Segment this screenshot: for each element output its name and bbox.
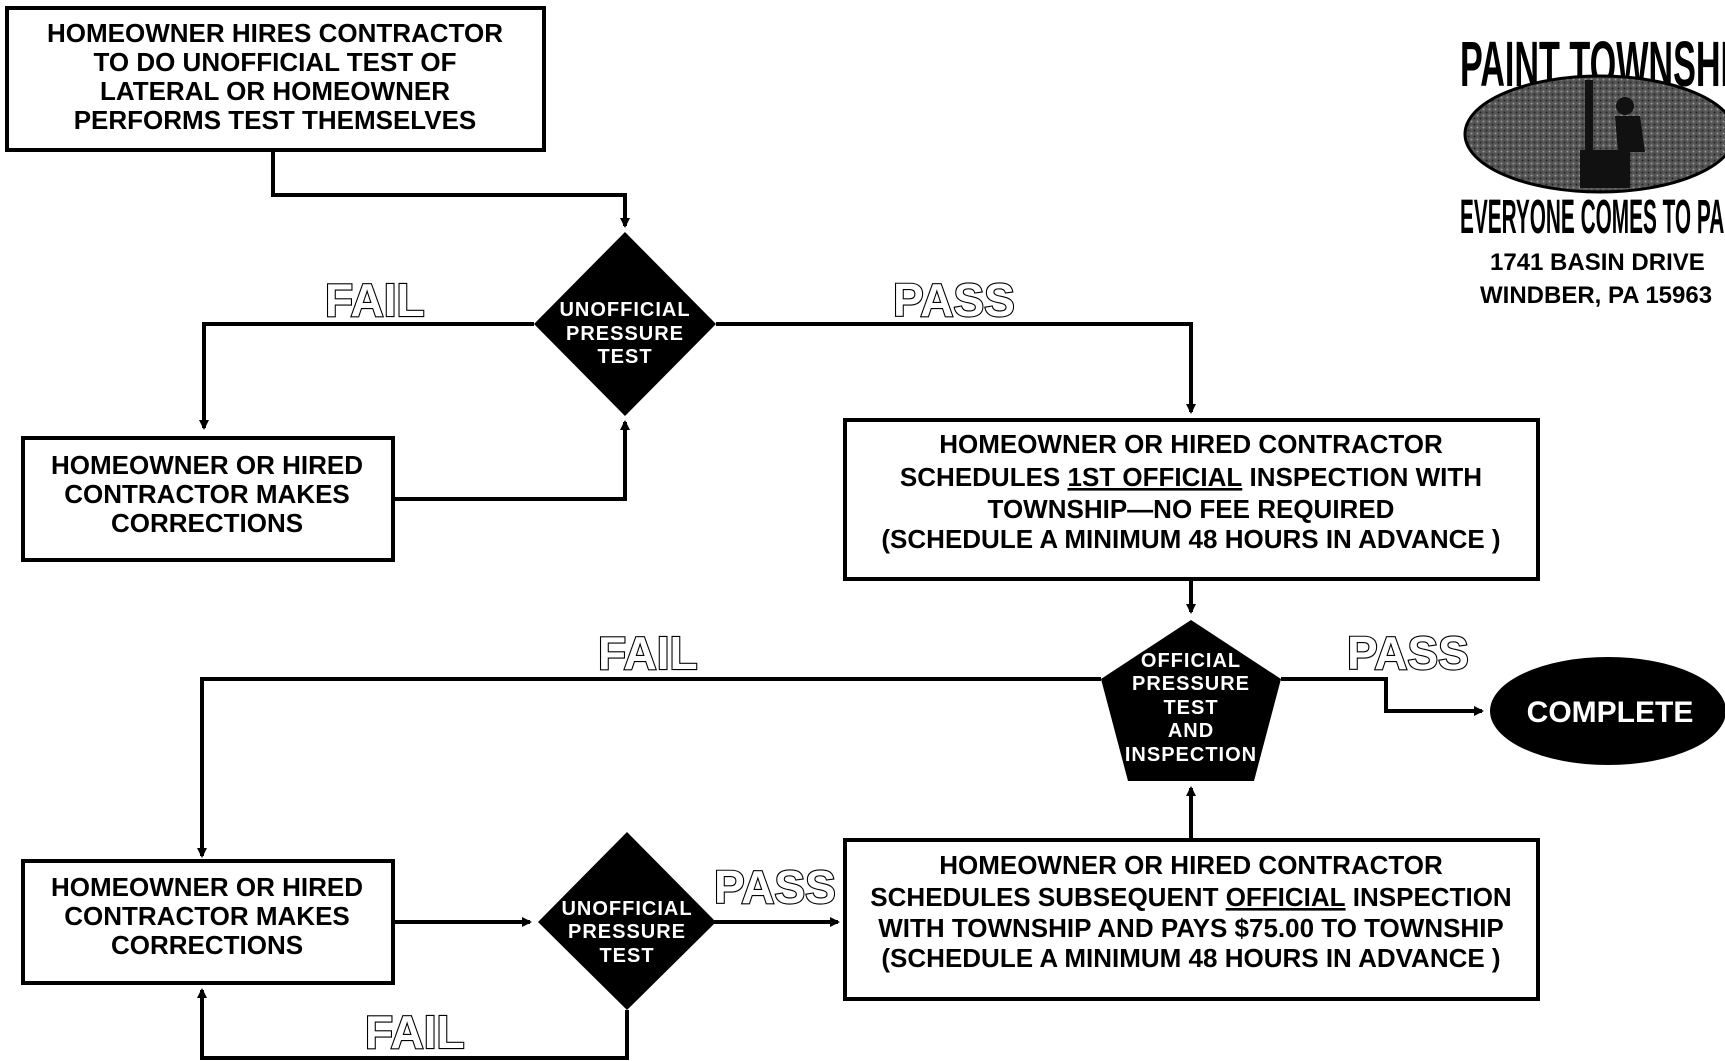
start-box-line: HOMEOWNER HIRES CONTRACTOR <box>47 18 503 48</box>
logo-bottom-text: EVERYONE COMES TO PAI <box>1460 191 1725 244</box>
first-official-inspection-box: HOMEOWNER OR HIRED CONTRACTOR SCHEDULES … <box>843 418 1540 581</box>
pass-label-mid: PASS <box>1347 627 1469 679</box>
subsequent-line2: SCHEDULES SUBSEQUENT OFFICIAL INSPECTION <box>870 882 1511 912</box>
subsequent-line2-post: INSPECTION <box>1346 882 1512 912</box>
pass-label-top: PASS <box>893 274 1015 326</box>
edge-start-to-decision <box>271 150 630 228</box>
official-test-line: OFFICIAL <box>1141 650 1241 672</box>
fail-label-bottom: FAIL <box>365 1006 465 1058</box>
official-test-line: INSPECTION <box>1125 744 1257 766</box>
official-test-line: TEST <box>1163 697 1218 719</box>
edge-labels: FAIL PASS FAIL PASS PASS FAIL <box>324 273 1470 1059</box>
first-official-line1: HOMEOWNER OR HIRED CONTRACTOR <box>939 429 1443 459</box>
subsequent-official-inspection-box: HOMEOWNER OR HIRED CONTRACTOR SCHEDULES … <box>843 838 1540 1001</box>
decision-unofficial-test-top: UNOFFICIAL PRESSURE TEST <box>534 232 716 416</box>
corrections-top-line: HOMEOWNER OR HIRED <box>51 450 363 480</box>
official-test-line: AND <box>1168 720 1214 742</box>
corrections-box-bottom: HOMEOWNER OR HIRED CONTRACTOR MAKES CORR… <box>21 859 395 985</box>
complete-label: COMPLETE <box>1527 696 1694 729</box>
address-line1: 1741 BASIN DRIVE <box>1490 249 1705 276</box>
decision-top-line: UNOFFICIAL <box>559 299 690 321</box>
decision-bottom-line: TEST <box>599 945 654 967</box>
subsequent-emphasis: OFFICIAL <box>1226 882 1346 912</box>
edge-decision-fail-to-corrections <box>199 322 534 430</box>
first-official-line2-post: INSPECTION WITH <box>1242 462 1482 492</box>
logo-monument-figure <box>1580 80 1645 188</box>
corrections-bottom-line: CONTRACTOR MAKES <box>64 901 350 931</box>
connectors <box>197 150 1484 1060</box>
edge-corrections-to-decision <box>394 420 630 501</box>
corrections-bottom-line: HOMEOWNER OR HIRED <box>51 872 363 902</box>
start-box-line: TO DO UNOFFICIAL TEST OF <box>93 47 456 77</box>
corrections-bottom-line: CORRECTIONS <box>111 930 303 960</box>
subsequent-line4: (SCHEDULE A MINIMUM 48 HOURS IN ADVANCE … <box>881 943 1500 973</box>
subsequent-line2-pre: SCHEDULES SUBSEQUENT <box>870 882 1225 912</box>
official-pressure-test-node: OFFICIAL PRESSURE TEST AND INSPECTION <box>1101 620 1281 781</box>
start-box-line: PERFORMS TEST THEMSELVES <box>74 105 477 135</box>
official-test-line: PRESSURE <box>1132 673 1250 695</box>
first-official-line4: (SCHEDULE A MINIMUM 48 HOURS IN ADVANCE … <box>881 524 1500 554</box>
logo-stippled-oval <box>1463 74 1725 194</box>
fail-label-mid: FAIL <box>598 627 698 679</box>
address-line2: WINDBER, PA 15963 <box>1480 282 1712 309</box>
first-official-line3: TOWNSHIP—NO FEE REQUIRED <box>988 494 1395 524</box>
start-box-line: LATERAL OR HOMEOWNER <box>100 76 450 106</box>
subsequent-line1: HOMEOWNER OR HIRED CONTRACTOR <box>939 850 1443 880</box>
subsequent-line3: WITH TOWNSHIP AND PAYS $75.00 TO TOWNSHI… <box>878 913 1504 943</box>
township-logo: PAINT TOWNSHI EVERYONE COMES TO PAI 1741… <box>1460 28 1725 309</box>
decision-bottom-line: UNOFFICIAL <box>561 898 692 920</box>
edge-decision-pass-to-first-official <box>716 322 1196 414</box>
first-official-emphasis: 1ST OFFICIAL <box>1068 462 1243 492</box>
decision-bottom-line: PRESSURE <box>568 921 686 943</box>
decision-unofficial-test-bottom: UNOFFICIAL PRESSURE TEST <box>538 832 716 1010</box>
decision-top-line: PRESSURE <box>566 323 684 345</box>
edge-official-pass-to-complete <box>1281 677 1484 716</box>
fail-label-top: FAIL <box>325 274 425 326</box>
corrections-top-line: CORRECTIONS <box>111 508 303 538</box>
first-official-line2: SCHEDULES 1ST OFFICIAL INSPECTION WITH <box>900 462 1482 492</box>
corrections-box-top: HOMEOWNER OR HIRED CONTRACTOR MAKES CORR… <box>21 436 395 562</box>
decision-top-line: TEST <box>597 346 652 368</box>
corrections-top-line: CONTRACTOR MAKES <box>64 479 350 509</box>
start-box: HOMEOWNER HIRES CONTRACTOR TO DO UNOFFIC… <box>5 6 546 152</box>
first-official-line2-pre: SCHEDULES <box>900 462 1068 492</box>
edge-official-fail-to-corrections <box>197 677 1101 858</box>
complete-node: COMPLETE <box>1490 657 1725 765</box>
edge-bottom-decision-fail-to-corrections <box>197 988 629 1060</box>
pass-label-bottom: PASS <box>714 861 836 913</box>
